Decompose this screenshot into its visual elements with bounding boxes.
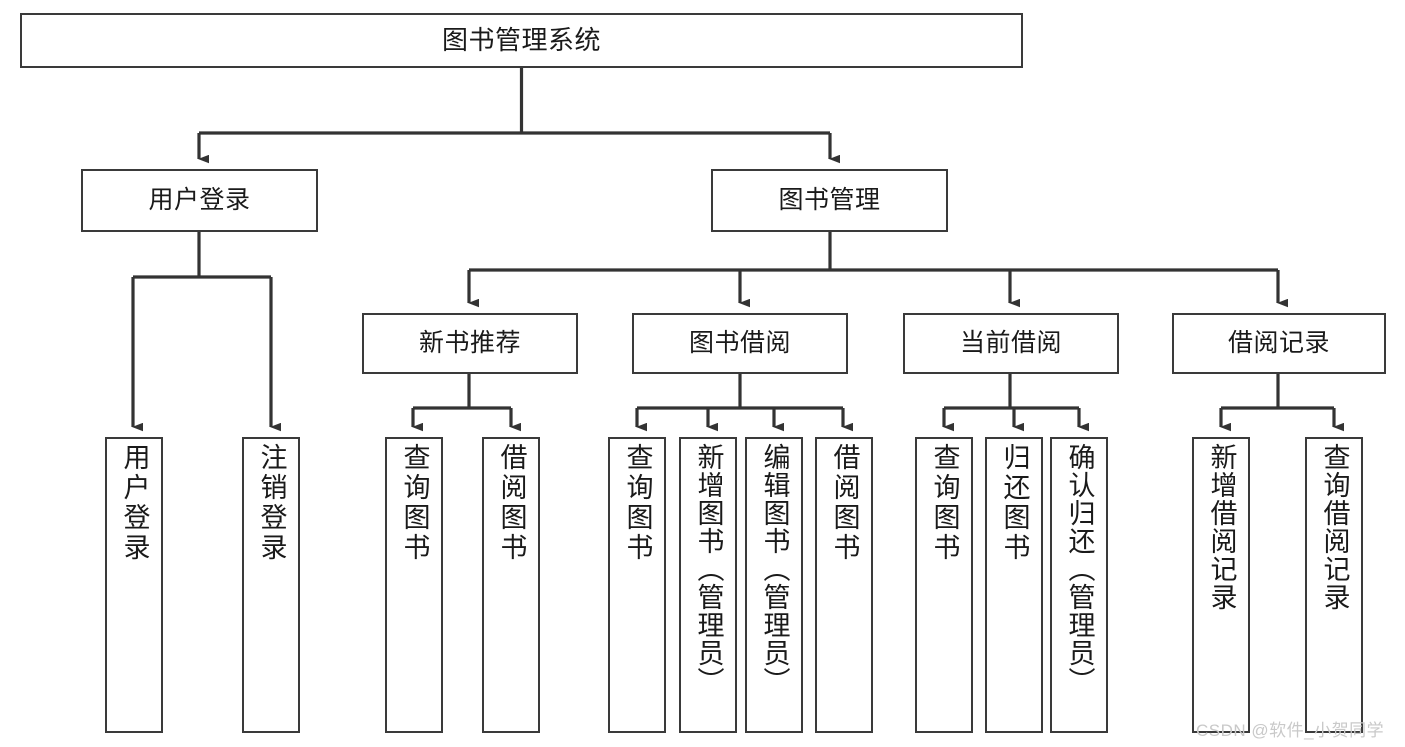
node-book-management-label: 图书管理 <box>778 185 881 214</box>
leaf-add-borrow-record[interactable]: 新增借阅记录 <box>1192 437 1250 733</box>
leaf-confirm-return-admin[interactable]: 确认归还（管理员） <box>1050 437 1108 733</box>
node-book-management[interactable]: 图书管理 <box>711 169 948 232</box>
leaf-add-book-admin[interactable]: 新增图书（管理员） <box>679 437 737 733</box>
node-current-borrow[interactable]: 当前借阅 <box>903 313 1119 374</box>
leaf-edit-book-admin-label: 编辑图书（管理员） <box>759 443 790 695</box>
leaf-add-borrow-record-label: 新增借阅记录 <box>1206 443 1237 611</box>
node-user-login-label: 用户登录 <box>148 185 251 214</box>
leaf-confirm-return-admin-label: 确认归还（管理员） <box>1064 443 1095 695</box>
node-book-borrow[interactable]: 图书借阅 <box>632 313 848 374</box>
leaf-borrow-book-newbook[interactable]: 借阅图书 <box>482 437 540 733</box>
leaf-user-login[interactable]: 用户登录 <box>105 437 163 733</box>
leaf-query-book-newbook[interactable]: 查询图书 <box>385 437 443 733</box>
leaf-logout[interactable]: 注销登录 <box>242 437 300 733</box>
leaf-borrow-book-borrow-label: 借阅图书 <box>829 443 860 563</box>
leaf-return-book[interactable]: 归还图书 <box>985 437 1043 733</box>
node-new-book-recommend-label: 新书推荐 <box>418 328 521 357</box>
leaf-query-borrow-record-label: 查询借阅记录 <box>1319 443 1350 611</box>
node-root-label: 图书管理系统 <box>441 25 601 56</box>
leaf-query-book-current[interactable]: 查询图书 <box>915 437 973 733</box>
node-new-book-recommend[interactable]: 新书推荐 <box>362 313 578 374</box>
leaf-add-book-admin-label: 新增图书（管理员） <box>693 443 724 695</box>
node-current-borrow-label: 当前借阅 <box>959 328 1062 357</box>
leaf-return-book-label: 归还图书 <box>999 443 1030 563</box>
node-borrow-record-label: 借阅记录 <box>1227 328 1330 357</box>
leaf-borrow-book-borrow[interactable]: 借阅图书 <box>815 437 873 733</box>
leaf-edit-book-admin[interactable]: 编辑图书（管理员） <box>745 437 803 733</box>
leaf-query-book-borrow[interactable]: 查询图书 <box>608 437 666 733</box>
leaf-user-login-label: 用户登录 <box>119 443 150 563</box>
leaf-borrow-book-newbook-label: 借阅图书 <box>496 443 527 563</box>
leaf-query-book-current-label: 查询图书 <box>929 443 960 563</box>
leaf-query-borrow-record[interactable]: 查询借阅记录 <box>1305 437 1363 733</box>
node-user-login[interactable]: 用户登录 <box>81 169 318 232</box>
leaf-query-book-borrow-label: 查询图书 <box>622 443 653 563</box>
node-book-borrow-label: 图书借阅 <box>688 328 791 357</box>
node-root[interactable]: 图书管理系统 <box>20 13 1023 68</box>
leaf-query-book-newbook-label: 查询图书 <box>399 443 430 563</box>
node-borrow-record[interactable]: 借阅记录 <box>1172 313 1386 374</box>
csdn-watermark: CSDN @软件_小贺同学 <box>1196 721 1385 740</box>
leaf-logout-label: 注销登录 <box>256 443 287 563</box>
